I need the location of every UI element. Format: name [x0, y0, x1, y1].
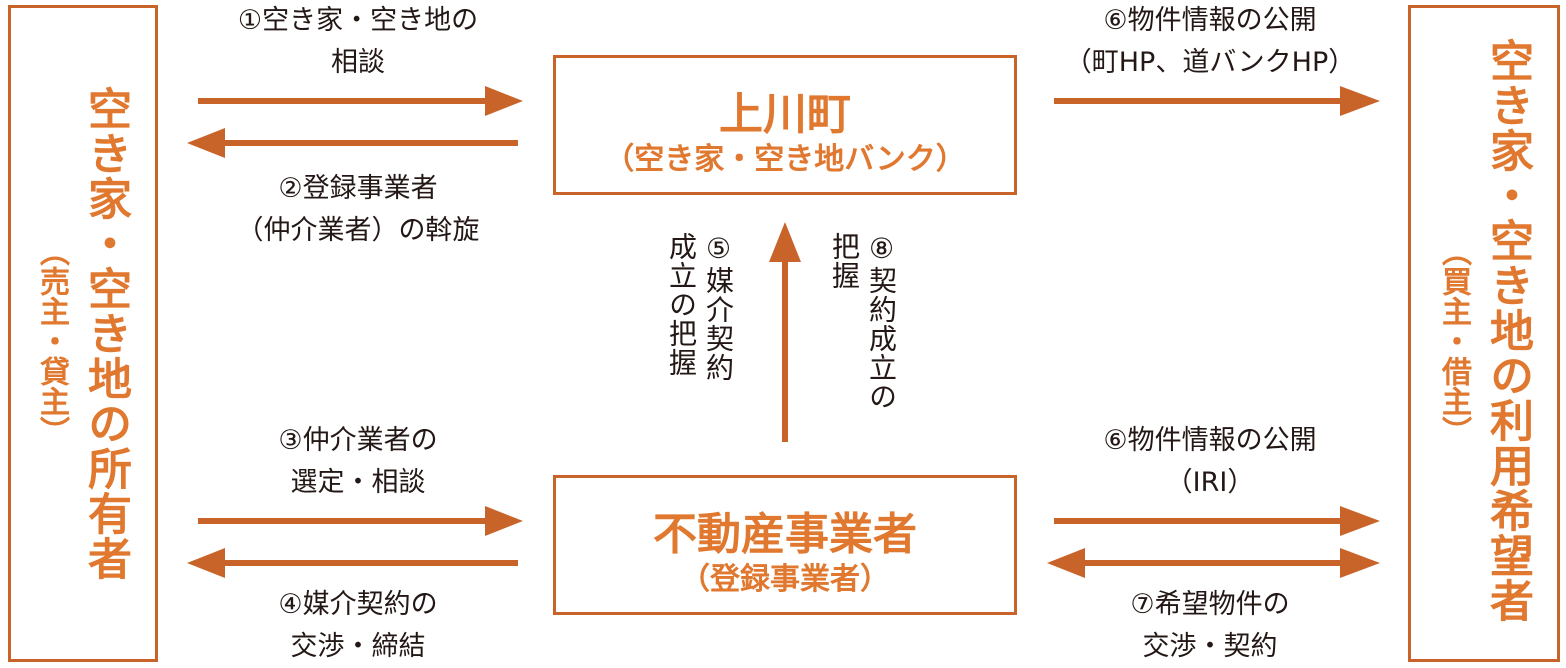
arrow-right-realtor-to-user [1054, 506, 1380, 536]
flow-1-line1: ①空き家・空き地の [237, 5, 479, 36]
realtor-title: 不動産事業者 [653, 509, 917, 560]
flow-2-label: ②登録事業者 （仲介業者）の斡旋 [203, 168, 513, 252]
flow-5-line1: ⑤媒介契約 [702, 232, 735, 382]
user-box: 空き家・空き地の利用希望者 （買主・借主） [1408, 5, 1560, 662]
flow-2-line2: （仲介業者）の斡旋 [236, 215, 480, 246]
flow-7-line1: ⑦希望物件の [1130, 589, 1290, 620]
flow-6b-line1: ⑥物件情報の公開 [1103, 425, 1317, 456]
flow-5-line2: 成立の把握 [665, 232, 698, 377]
flow-8-line1: ⑧契約成立の [865, 232, 898, 411]
arrow-left-town-to-owner [187, 128, 518, 158]
realtor-subtitle: （登録事業者） [680, 562, 890, 597]
flow-8-label: ⑧契約成立の把握 [826, 232, 900, 442]
arrow-left-realtor-to-owner [187, 548, 518, 578]
flow-6b-line2: （IRI） [1165, 467, 1255, 498]
owner-subtitle: （売主・貸主） [34, 236, 69, 446]
town-box: 上川町 （空き家・空き地バンク） [553, 55, 1017, 195]
arrow-double-realtor-user [1047, 548, 1380, 578]
flow-7-line2: 交渉・契約 [1142, 631, 1278, 662]
flow-3-label: ③仲介業者の 選定・相談 [203, 420, 513, 504]
owner-title: 空き家・空き地の所有者 [80, 86, 131, 581]
town-subtitle: （空き家・空き地バンク） [604, 142, 966, 177]
flow-6a-line1: ⑥物件情報の公開 [1103, 5, 1317, 36]
user-title: 空き家・空き地の利用希望者 [1482, 38, 1533, 623]
arrow-right-owner-to-town [198, 86, 523, 116]
realtor-box: 不動産事業者 （登録事業者） [553, 475, 1017, 615]
owner-box: 空き家・空き地の所有者 （売主・貸主） [8, 5, 158, 662]
flow-8-line2: 把握 [828, 232, 861, 290]
flow-3-line1: ③仲介業者の [278, 425, 438, 456]
flow-2-line1: ②登録事業者 [278, 173, 438, 204]
user-subtitle: （買主・借主） [1436, 236, 1471, 446]
flow-4-line1: ④媒介契約の [278, 589, 438, 620]
flow-1-label: ①空き家・空き地の 相談 [203, 0, 513, 84]
flow-6a-label: ⑥物件情報の公開 （町HP、道バンクHP） [1040, 0, 1380, 84]
flow-3-line2: 選定・相談 [290, 467, 426, 498]
arrow-right-owner-to-realtor [198, 506, 523, 536]
flow-4-label: ④媒介契約の 交渉・締結 [203, 584, 513, 668]
flow-1-line2: 相談 [331, 47, 385, 78]
flow-5-label: ⑤媒介契約成立の把握 [663, 232, 737, 442]
flow-6b-label: ⑥物件情報の公開 （IRI） [1040, 420, 1380, 504]
town-title: 上川町 [719, 89, 851, 140]
arrow-up-realtor-to-town [769, 222, 801, 442]
flow-4-line2: 交渉・締結 [290, 631, 426, 662]
flow-7-label: ⑦希望物件の 交渉・契約 [1040, 584, 1380, 668]
arrow-right-town-to-user [1054, 86, 1380, 116]
flow-6a-line2: （町HP、道バンクHP） [1064, 47, 1356, 78]
